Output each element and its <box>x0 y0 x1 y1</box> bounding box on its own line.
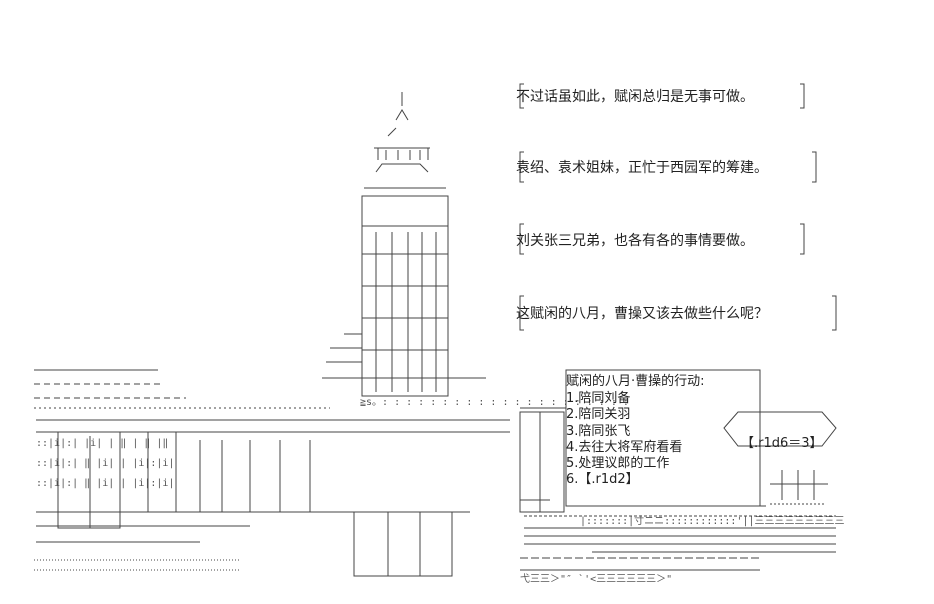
menu-option-6[interactable]: 6.【.r1d2】 <box>566 472 639 488</box>
menu-option-1[interactable]: 1.陪同刘备 <box>566 391 631 406</box>
dice-result: 【.r1d6＝3】 <box>741 436 823 451</box>
dialogue-line-2: 袁绍、袁术姐妹，正忙于西园军的筹建。 <box>516 160 768 176</box>
dialogue-line-1: 不过话虽如此，赋闲总归是无事可做。 <box>516 89 754 105</box>
dialogue-line-4: 这赋闲的八月，曹操又该去做些什么呢？ <box>516 306 768 322</box>
svg-text:::|i|:| |i| | ‖ |: ::|i|:| |i| | ‖ | ‖ |‖ <box>36 438 168 449</box>
menu-title: 赋闲的八月·曹操的行动: <box>566 374 705 389</box>
dialogue-line-3: 刘关张三兄弟，也各有各的事情要做。 <box>516 233 754 249</box>
menu-option-4[interactable]: 4.去往大将军府看看 <box>566 439 683 455</box>
action-menu: 赋闲的八月·曹操的行动: 1.陪同刘备 2.陪同关羽 3.陪同张飞 4.去往大将… <box>566 374 760 489</box>
svg-text:弋三三＞"″ `'<三三三三三三＞": 弋三三＞"″ `'<三三三三三三＞" <box>520 572 672 585</box>
menu-option-2[interactable]: 2.陪同关羽 <box>566 407 631 423</box>
svg-text:|:::::::|寸ニニ::::::::::::'||三三三: |:::::::|寸ニニ::::::::::::'||三三三三三三三三三 <box>580 514 845 527</box>
menu-option-3[interactable]: 3.陪同张飞 <box>566 423 631 439</box>
menu-option-5[interactable]: 5.处理议郎的工作 <box>566 456 670 472</box>
svg-text:::|i|:| ‖ |i| | |: ::|i|:| ‖ |i| | |i|:|i| <box>36 458 174 469</box>
svg-text:≧s。: : : : : : : : : : : : : :: ≧s。: : : : : : : : : : : : : : : : : : :… <box>360 397 629 408</box>
svg-text:::|i|:| ‖ |i| | |: ::|i|:| ‖ |i| | |i|:|i| <box>36 478 174 489</box>
